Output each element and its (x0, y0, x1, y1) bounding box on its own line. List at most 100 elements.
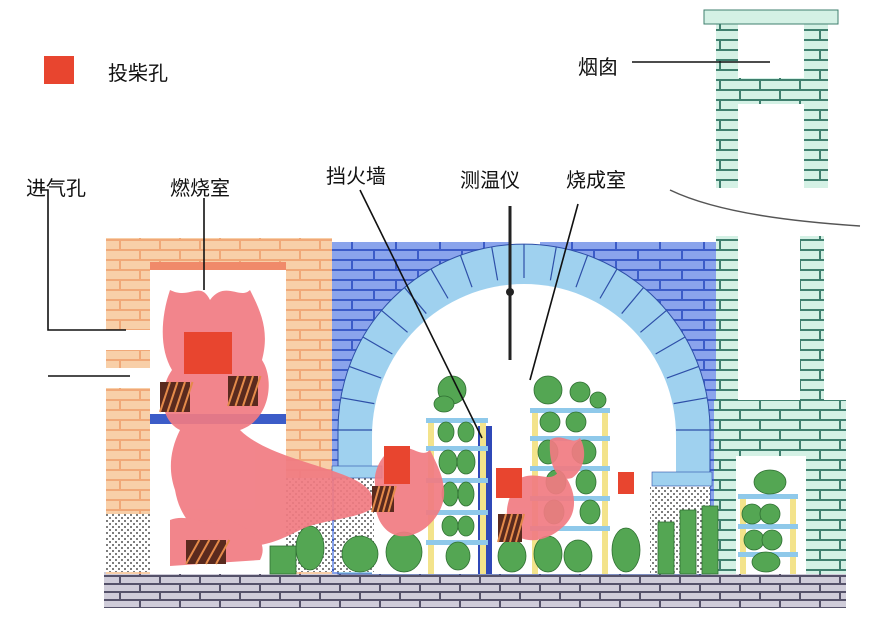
arch-joint (362, 336, 393, 355)
stoke-hole-chamber-right (618, 472, 634, 494)
firewood-stick (387, 485, 397, 513)
arch-joint (666, 365, 699, 379)
arch-joint (381, 309, 408, 333)
firewood-stick (509, 513, 519, 543)
firewood-stick (382, 485, 392, 513)
pot (295, 525, 325, 571)
label-fire-wall: 挡火墙 (326, 164, 386, 188)
arch-joint (491, 246, 499, 281)
pot (445, 541, 471, 571)
pot (569, 381, 591, 403)
pot (753, 469, 787, 495)
firewood-stick (227, 375, 239, 407)
shelf-post (602, 408, 608, 574)
firewood-stick (159, 381, 171, 413)
firewood-stick (195, 539, 211, 565)
thermometer-head (506, 288, 514, 296)
chimney-break-line (669, 189, 861, 227)
pot (611, 527, 641, 573)
ash-pit-dots (106, 514, 150, 572)
pot (438, 449, 458, 475)
pot (743, 529, 765, 551)
pot (457, 421, 475, 443)
arch-joint (640, 309, 667, 333)
pot (539, 411, 561, 433)
firewood-stick (503, 513, 513, 543)
arch-joint (673, 397, 708, 405)
shelf-post (790, 494, 796, 574)
shelf-post (740, 494, 746, 574)
shelf-plate (530, 436, 610, 441)
combustion-top-band (150, 262, 286, 270)
pot (441, 515, 459, 537)
leader-lines (40, 61, 770, 439)
arch-joint (459, 255, 473, 288)
pot (579, 499, 601, 525)
arch-joint (621, 287, 645, 314)
pot (533, 375, 563, 405)
label-combustion-chamber: 燃烧室 (170, 176, 230, 200)
arch-joint (340, 397, 375, 405)
pot (565, 411, 587, 433)
stoke-hole-chamber-mid (496, 468, 522, 498)
shelf-plate (738, 494, 798, 499)
arch-joint (349, 365, 382, 379)
chimney-lower-left (716, 236, 738, 402)
air-inlet-lower (106, 368, 152, 388)
pot (759, 503, 781, 525)
shelf-plate (530, 526, 610, 531)
firewood (159, 375, 525, 565)
pot (589, 391, 607, 409)
label-firing-chamber: 烧成室 (566, 168, 626, 192)
pot (761, 529, 783, 551)
shelf-plate (530, 408, 610, 413)
pot (575, 469, 597, 495)
firewood-stick (371, 485, 381, 513)
label-thermometer: 测温仪 (460, 168, 520, 192)
arch-joint (430, 268, 449, 299)
pot-tall (269, 545, 297, 575)
pot-tall (679, 509, 697, 575)
floor-bricks (104, 572, 846, 608)
pot (751, 551, 781, 573)
firewood-stick (185, 539, 201, 565)
arch-joint (403, 287, 427, 314)
label-chimney: 烟囱 (578, 55, 618, 79)
stoke-hole-combustion (184, 332, 232, 374)
shelf-post (480, 418, 486, 574)
legend-swatch-stoke-hole (44, 56, 74, 84)
shelf-plate (426, 478, 488, 483)
pot (563, 539, 593, 573)
shelf-plate (738, 524, 798, 529)
pot (497, 539, 527, 573)
chimney-upper-right (804, 22, 828, 188)
air-inlet-upper (106, 330, 152, 350)
pot (533, 535, 563, 573)
firewood-stick (242, 375, 254, 407)
pot (457, 481, 475, 507)
pot (741, 503, 763, 525)
arch-joint (655, 336, 686, 355)
stoke-hole-chamber-left (384, 446, 410, 484)
shelf-plate (426, 418, 488, 423)
firewood-stick (497, 513, 507, 543)
pot (385, 531, 423, 573)
chimney-lower-right (800, 236, 824, 402)
pot (437, 421, 455, 443)
pot (456, 449, 476, 475)
pot (457, 515, 475, 537)
chamber-floor-band-right (651, 471, 713, 487)
arch-joint (575, 255, 589, 288)
legend-label-stoke-hole: 投柴孔 (108, 61, 168, 85)
firewood-stick (205, 539, 221, 565)
arch-joint (549, 246, 557, 281)
shelf-plate (426, 510, 488, 515)
pot-tall (701, 505, 719, 575)
firewood-stick (215, 539, 231, 565)
chimney-crossbar (736, 78, 806, 104)
pot (441, 481, 459, 507)
firewood-stick (376, 485, 386, 513)
shelf-plate (426, 446, 488, 451)
